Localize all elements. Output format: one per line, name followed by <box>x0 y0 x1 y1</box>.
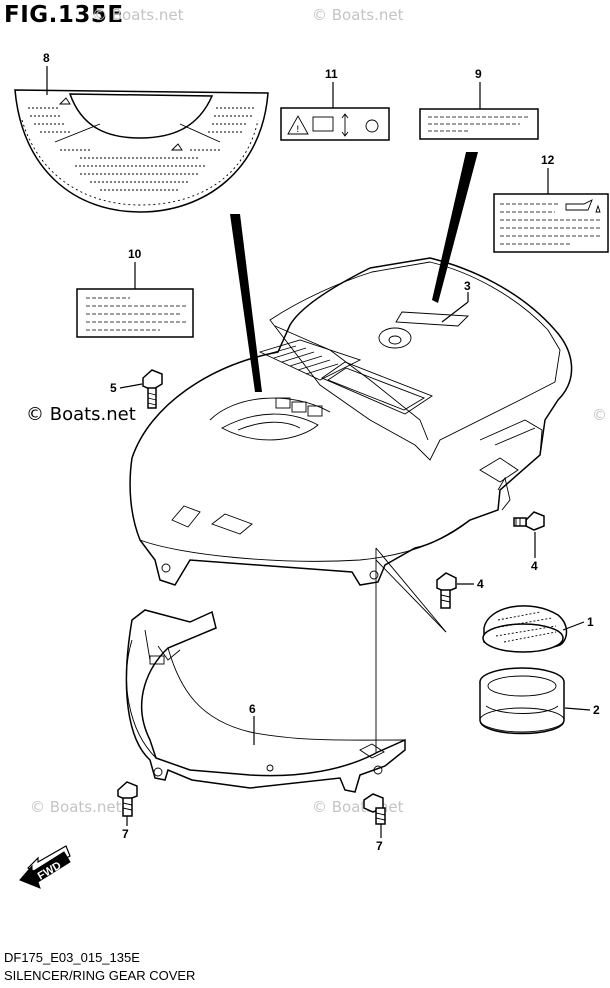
callout-4-upper: 4 <box>531 559 538 573</box>
part-7-bolt-left <box>117 781 138 817</box>
svg-text:!: ! <box>296 125 300 135</box>
figure-code: DF175_E03_015_135E <box>4 950 140 965</box>
fwd-arrow: FWD <box>19 845 71 889</box>
part-5-bolt <box>142 369 163 409</box>
watermark-right-edge: © Boats.net <box>592 406 610 424</box>
callout-5: 5 <box>110 381 117 395</box>
part-1-cap <box>482 605 568 653</box>
callout-11: 11 <box>325 67 338 81</box>
callout-1: 1 <box>587 615 594 629</box>
assembly-lines <box>375 547 447 760</box>
callout-12: 12 <box>541 153 555 167</box>
leader-wedge-to-3-top <box>432 152 478 303</box>
part-8-silencer-decal <box>14 89 269 213</box>
watermark-main: © Boats.net <box>26 404 136 425</box>
leader-wedge-to-3-front <box>230 214 262 392</box>
callout-2: 2 <box>593 703 600 717</box>
part-10-label <box>76 288 194 338</box>
part-6-ring-gear-cover <box>125 609 406 793</box>
callout-9: 9 <box>475 67 482 81</box>
callout-6: 6 <box>249 702 256 716</box>
part-4-bolt-upper <box>513 511 545 531</box>
callout-3: 3 <box>464 279 471 293</box>
part-3-silencer-cover <box>129 257 573 586</box>
watermark-top-right: © Boats.net <box>312 6 404 24</box>
callout-4-lower: 4 <box>477 577 484 591</box>
part-9-label <box>419 108 539 140</box>
figure-caption: SILENCER/RING GEAR COVER <box>4 968 196 983</box>
part-7-bolt-right <box>363 793 386 825</box>
part-11-warning-label: ! <box>280 107 390 141</box>
figure-title: FIG.135E <box>4 2 124 28</box>
watermark-top-left: © Boats.net <box>92 6 184 24</box>
callout-7-left: 7 <box>122 827 129 841</box>
callout-10: 10 <box>128 247 142 261</box>
part-4-bolt-lower <box>436 572 457 609</box>
callout-7-right: 7 <box>376 839 383 853</box>
callout-8: 8 <box>43 51 50 65</box>
part-12-oil-label <box>493 193 609 253</box>
watermark-bottom-left: © Boats.net <box>30 798 122 816</box>
part-2-ring <box>479 667 565 735</box>
watermark-bottom-right: © Boats.net <box>312 798 404 816</box>
